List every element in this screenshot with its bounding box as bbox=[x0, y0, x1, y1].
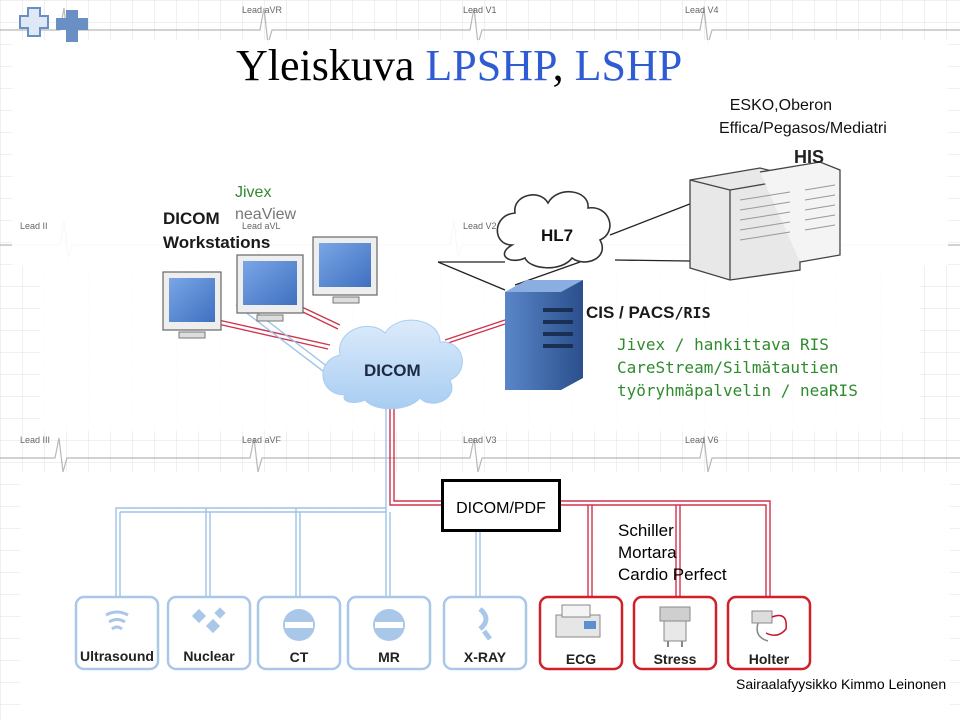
title-part-1: Yleiskuva bbox=[236, 41, 426, 90]
holter-icon bbox=[751, 610, 787, 642]
lead-label: Lead aVL bbox=[242, 221, 281, 231]
cis-line-3: työryhmäpalvelin / neaRIS bbox=[617, 381, 858, 400]
xray-icon bbox=[478, 607, 492, 641]
lead-label: Lead V6 bbox=[685, 435, 719, 445]
lead-label: Lead V1 bbox=[463, 5, 497, 15]
workstations-label-line2: Workstations bbox=[163, 233, 270, 252]
modality-ecg bbox=[538, 595, 624, 671]
his-label: HIS bbox=[794, 147, 824, 167]
title-part-3: , bbox=[552, 41, 575, 90]
hospital-logo bbox=[19, 7, 88, 42]
modality-label: Holter bbox=[749, 651, 790, 667]
workstation-monitor bbox=[162, 271, 222, 339]
author-credit: Sairaalafyysikko Kimmo Leinonen bbox=[736, 676, 947, 692]
stress-test-icon bbox=[659, 606, 691, 647]
cis-line-1: Jivex / hankittava RIS bbox=[617, 335, 829, 354]
modality-ct bbox=[256, 595, 342, 671]
lead-label: Lead II bbox=[20, 221, 48, 231]
ecg-vendor: Mortara bbox=[618, 543, 677, 562]
dicom-pdf-box: DICOM/PDF bbox=[441, 479, 561, 532]
dicom-cloud-label: DICOM bbox=[364, 361, 421, 380]
ct-icon bbox=[283, 609, 315, 641]
ecg-device-icon bbox=[555, 604, 601, 638]
lead-label: Lead V4 bbox=[685, 5, 719, 15]
ecg-vendor: Cardio Perfect bbox=[618, 565, 727, 584]
workstation-vendor-1: Jivex bbox=[235, 184, 272, 201]
workstation-monitor bbox=[312, 236, 378, 304]
modality-label: ECG bbox=[566, 651, 596, 667]
hl7-label: HL7 bbox=[541, 226, 573, 245]
modality-label: MR bbox=[378, 649, 400, 665]
lead-label: Lead aVR bbox=[242, 5, 283, 15]
title-part-4: LSHP bbox=[574, 41, 683, 90]
page-title: Yleiskuva LPSHP, LSHP bbox=[236, 44, 682, 88]
dicom-cloud bbox=[322, 319, 463, 410]
modality-mr bbox=[346, 595, 432, 671]
lead-label: Lead V2 bbox=[463, 221, 497, 231]
modality-stress bbox=[632, 595, 718, 671]
hl7-cloud bbox=[496, 190, 611, 269]
modality-label: CT bbox=[290, 649, 309, 665]
lead-label: Lead V3 bbox=[463, 435, 497, 445]
modality-ultrasound bbox=[74, 595, 160, 671]
modality-label: Stress bbox=[654, 651, 697, 667]
ultrasound-icon bbox=[105, 610, 129, 631]
modality-xray bbox=[442, 595, 528, 671]
workstation-vendor-2: neaView bbox=[235, 206, 297, 223]
ecg-vendor: Schiller bbox=[618, 521, 674, 540]
lead-label: Lead III bbox=[20, 435, 50, 445]
modality-nuclear bbox=[166, 595, 252, 671]
his-systems-line-2: Effica/Pegasos/Mediatri bbox=[719, 120, 887, 137]
lead-label: Lead aVF bbox=[242, 435, 282, 445]
title-part-2: LPSHP bbox=[425, 41, 553, 90]
pacs-server-tower bbox=[505, 280, 583, 390]
workstation-monitor bbox=[236, 254, 304, 322]
modality-holter bbox=[726, 595, 812, 671]
modality-label: Nuclear bbox=[183, 648, 235, 664]
modality-label: X-RAY bbox=[464, 649, 507, 665]
modality-label: Ultrasound bbox=[80, 648, 154, 664]
workstations-label-line1: DICOM bbox=[163, 209, 220, 228]
dicom-pdf-label: DICOM/PDF bbox=[456, 500, 546, 517]
his-servers bbox=[689, 161, 841, 281]
cis-pacs-label: CIS / PACS/RIS bbox=[586, 303, 711, 322]
mr-icon bbox=[373, 609, 405, 641]
his-systems-line-1: ESKO,Oberon bbox=[729, 97, 832, 114]
cis-line-2: CareStream/Silmätautien bbox=[617, 358, 839, 377]
